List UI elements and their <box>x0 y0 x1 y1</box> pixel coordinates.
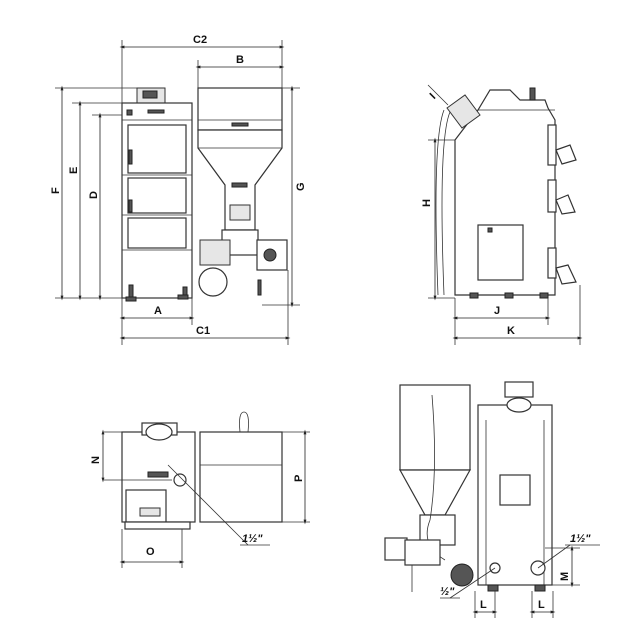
dim-F: F <box>50 187 62 194</box>
dim-C1: C1 <box>196 325 210 337</box>
dim-L-right: L <box>538 599 545 611</box>
dim-E: E <box>68 167 80 174</box>
connection-label-top: 1½" <box>242 533 263 545</box>
hopper-top <box>199 431 283 523</box>
front-view: C2 B F E D G A C1 <box>50 34 307 345</box>
dim-I: I <box>428 91 439 102</box>
dim-M: M <box>559 572 571 581</box>
hopper-rear <box>399 384 471 471</box>
dim-C2: C2 <box>193 34 207 46</box>
dim-H: H <box>421 199 433 207</box>
connection-label-small: ½" <box>440 586 455 598</box>
dim-B: B <box>236 54 244 66</box>
rear-view: M L L 1½" ½" <box>384 381 600 618</box>
dim-O: O <box>146 546 155 558</box>
dim-P: P <box>293 475 305 482</box>
dim-D: D <box>88 191 100 199</box>
dim-K: K <box>507 325 515 337</box>
rear-fan <box>450 563 474 587</box>
connection-label-large: 1½" <box>570 533 591 545</box>
top-view: N P O 1½" <box>90 411 310 568</box>
dim-G: G <box>295 182 307 191</box>
dim-J: J <box>494 305 500 317</box>
rear-motor <box>404 539 441 566</box>
fan <box>198 267 228 297</box>
dim-L-left: L <box>480 599 487 611</box>
dim-N: N <box>90 456 102 464</box>
dim-A: A <box>154 305 162 317</box>
side-cleanout <box>477 224 524 281</box>
side-view: I H J K <box>421 84 583 345</box>
